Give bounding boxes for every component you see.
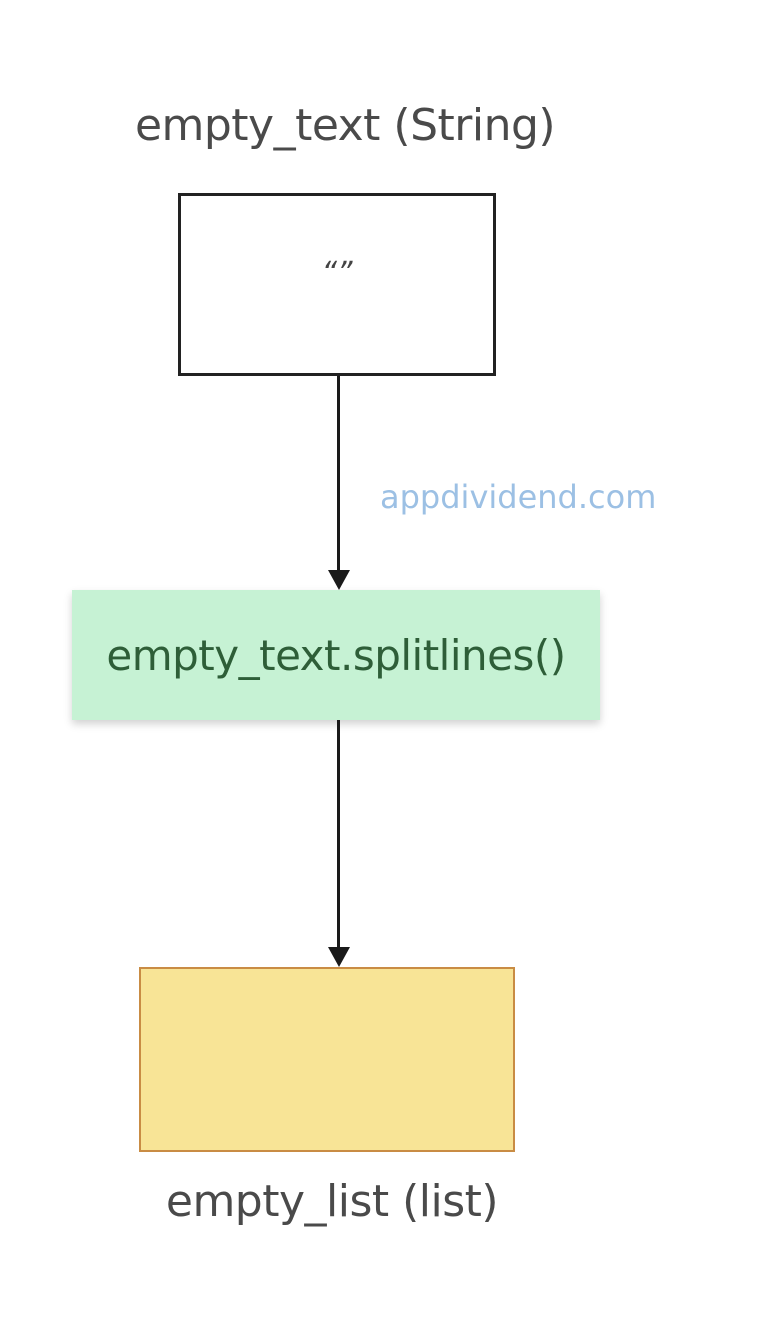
operation-label: empty_text.splitlines() [106, 630, 566, 680]
input-string-box: “” [178, 193, 496, 376]
operation-box: empty_text.splitlines() [72, 590, 600, 720]
input-label: empty_text (String) [134, 100, 556, 151]
connector-line-2 [337, 720, 340, 949]
connector-line-1 [337, 376, 340, 572]
output-list-box [139, 967, 515, 1152]
arrowhead-2-icon [328, 947, 350, 967]
arrowhead-1-icon [328, 570, 350, 590]
input-value: “” [321, 256, 353, 291]
watermark: appdividend.com [380, 478, 657, 516]
output-label: empty_list (list) [165, 1176, 499, 1227]
